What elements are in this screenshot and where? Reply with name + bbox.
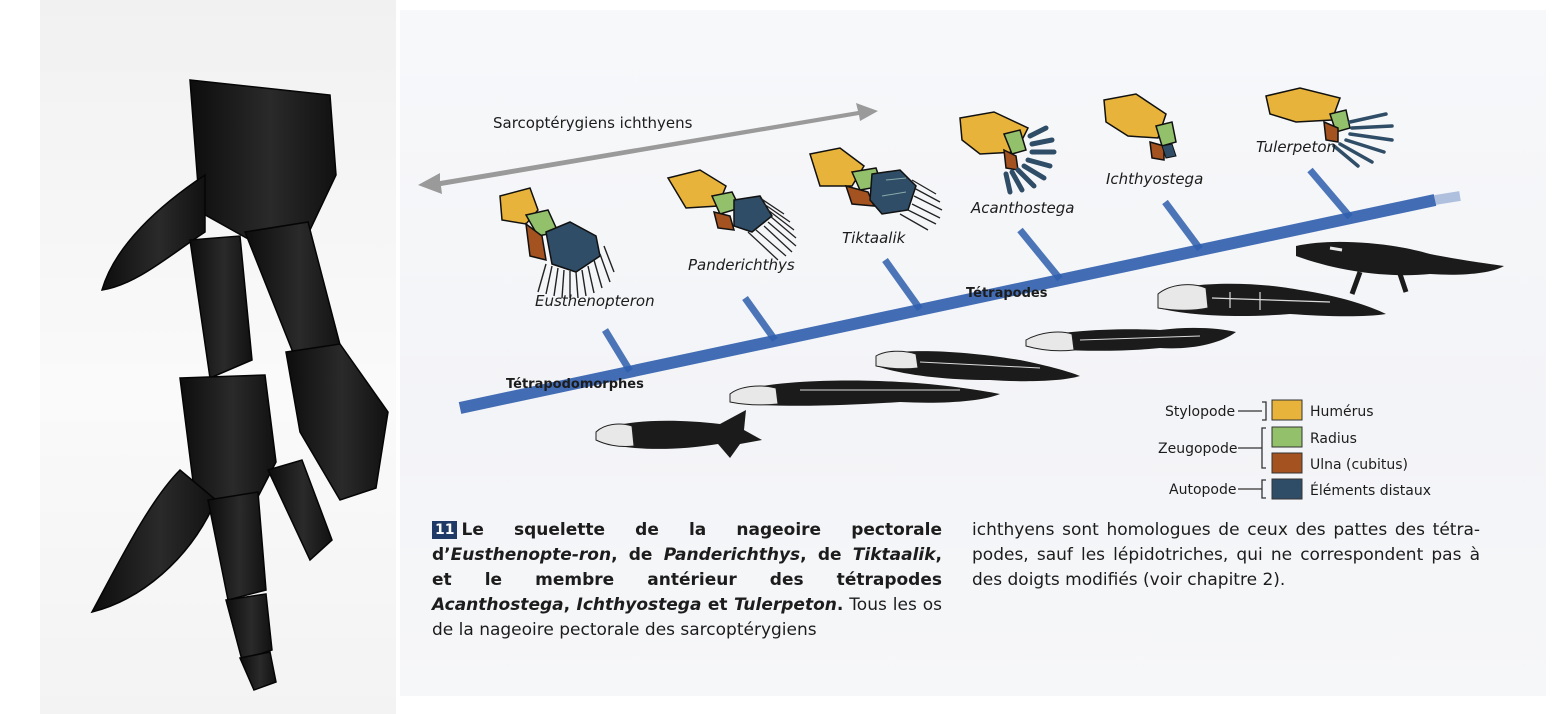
silhouette-tiktaalik	[875, 350, 1080, 382]
caption-title-part: .	[836, 595, 844, 615]
legend-item-distal: Éléments distaux	[1310, 482, 1431, 499]
taxon-label-acanthostega: Acanthostega	[970, 199, 1074, 217]
taxon-label-panderichthys: Panderichthys	[688, 256, 795, 274]
figure-caption-right: ichthyens sont homologues de ceux des pa…	[972, 518, 1480, 593]
limb-acanthostega	[959, 111, 1057, 195]
silhouette-ichthyostega	[1157, 283, 1386, 317]
fin-eusthenopteron	[499, 187, 615, 299]
cladogram-diagram: Sarcoptérygiens ichthyens Tétrapodomorph…	[418, 87, 1504, 500]
silhouette-panderichthys	[729, 380, 1000, 406]
caption-title-part: , et le membre antérieur des tétrapodes	[432, 545, 943, 590]
caption-title-part: , de	[611, 545, 664, 565]
legend-group-zeugopode: Zeugopode	[1158, 441, 1237, 457]
limb-cast-photo	[40, 0, 396, 714]
silhouette-eusthenopteron	[595, 410, 762, 458]
silhouette-acanthostega	[1025, 327, 1236, 352]
caption-title-taxon: Ichthyostega	[576, 595, 702, 615]
taxon-label-eusthenopteron: Eusthenopteron	[535, 292, 655, 310]
legend-swatch-distal	[1271, 478, 1303, 500]
branch-acanthostega	[1017, 227, 1063, 282]
caption-title-part: et	[701, 595, 735, 615]
caption-title-part: Le squelette de la nageoire pectorale d’	[432, 520, 942, 565]
caption-title-taxon: Acanthostega	[432, 595, 564, 615]
cladogram-branches	[602, 167, 1353, 373]
taxon-label-tulerpeton: Tulerpeton	[1256, 138, 1336, 156]
caption-title-taxon: Tulerpeton	[734, 595, 837, 615]
fin-tiktaalik	[809, 147, 943, 231]
legend-group-autopode: Autopode	[1169, 482, 1236, 498]
caption-title-part: , de	[800, 545, 853, 565]
legend: Stylopode Zeugopode Autopode Humérus Rad…	[1158, 399, 1431, 500]
branch-eusthenopteron	[602, 328, 633, 373]
arrow-label: Sarcoptérygiens ichthyens	[493, 114, 693, 132]
figure-number-badge: 11	[432, 521, 458, 539]
caption-title-part: ,	[563, 595, 577, 615]
taxon-label-tiktaalik: Tiktaalik	[842, 229, 907, 247]
branch-tulerpeton	[1307, 167, 1353, 220]
legend-item-ulna: Ulna (cubitus)	[1310, 457, 1408, 473]
branch-ichthyostega	[1162, 199, 1203, 252]
legend-group-stylopode: Stylopode	[1165, 404, 1235, 420]
sarcopterygian-arrow	[418, 103, 878, 194]
caption-body-right: ichthyens sont homologues de ceux des pa…	[972, 520, 1480, 590]
caption-title-taxon: Tiktaalik	[852, 545, 936, 565]
fin-panderichthys	[666, 169, 797, 261]
textbook-page: Sarcoptérygiens ichthyens Tétrapodomorph…	[400, 10, 1546, 696]
limb-tulerpeton	[1265, 87, 1394, 168]
legend-item-humerus: Humérus	[1310, 404, 1374, 420]
clade-tetrapodomorphes-label: Tétrapodomorphes	[506, 377, 644, 392]
caption-title-taxon: Panderichthys	[663, 545, 801, 565]
legend-swatch-humerus	[1271, 399, 1303, 421]
branch-panderichthys	[742, 295, 778, 343]
limb-cast-illustration	[90, 79, 389, 691]
animal-silhouettes	[595, 241, 1504, 458]
caption-title-taxon: Eusthenopte-ron	[450, 545, 612, 565]
limb-ichthyostega	[1103, 93, 1177, 161]
taxon-label-ichthyostega: Ichthyostega	[1106, 170, 1203, 188]
clade-tetrapodes-label: Tétrapodes	[966, 286, 1048, 301]
silhouette-tulerpeton	[1296, 241, 1504, 295]
caption-body-left: Tous les os de la nageoire pectorale des…	[432, 595, 942, 640]
cladogram-main-line	[458, 191, 1461, 414]
legend-item-radius: Radius	[1310, 431, 1357, 447]
legend-swatch-ulna	[1271, 452, 1303, 474]
legend-swatch-radius	[1271, 426, 1303, 448]
branch-tiktaalik	[882, 257, 923, 312]
